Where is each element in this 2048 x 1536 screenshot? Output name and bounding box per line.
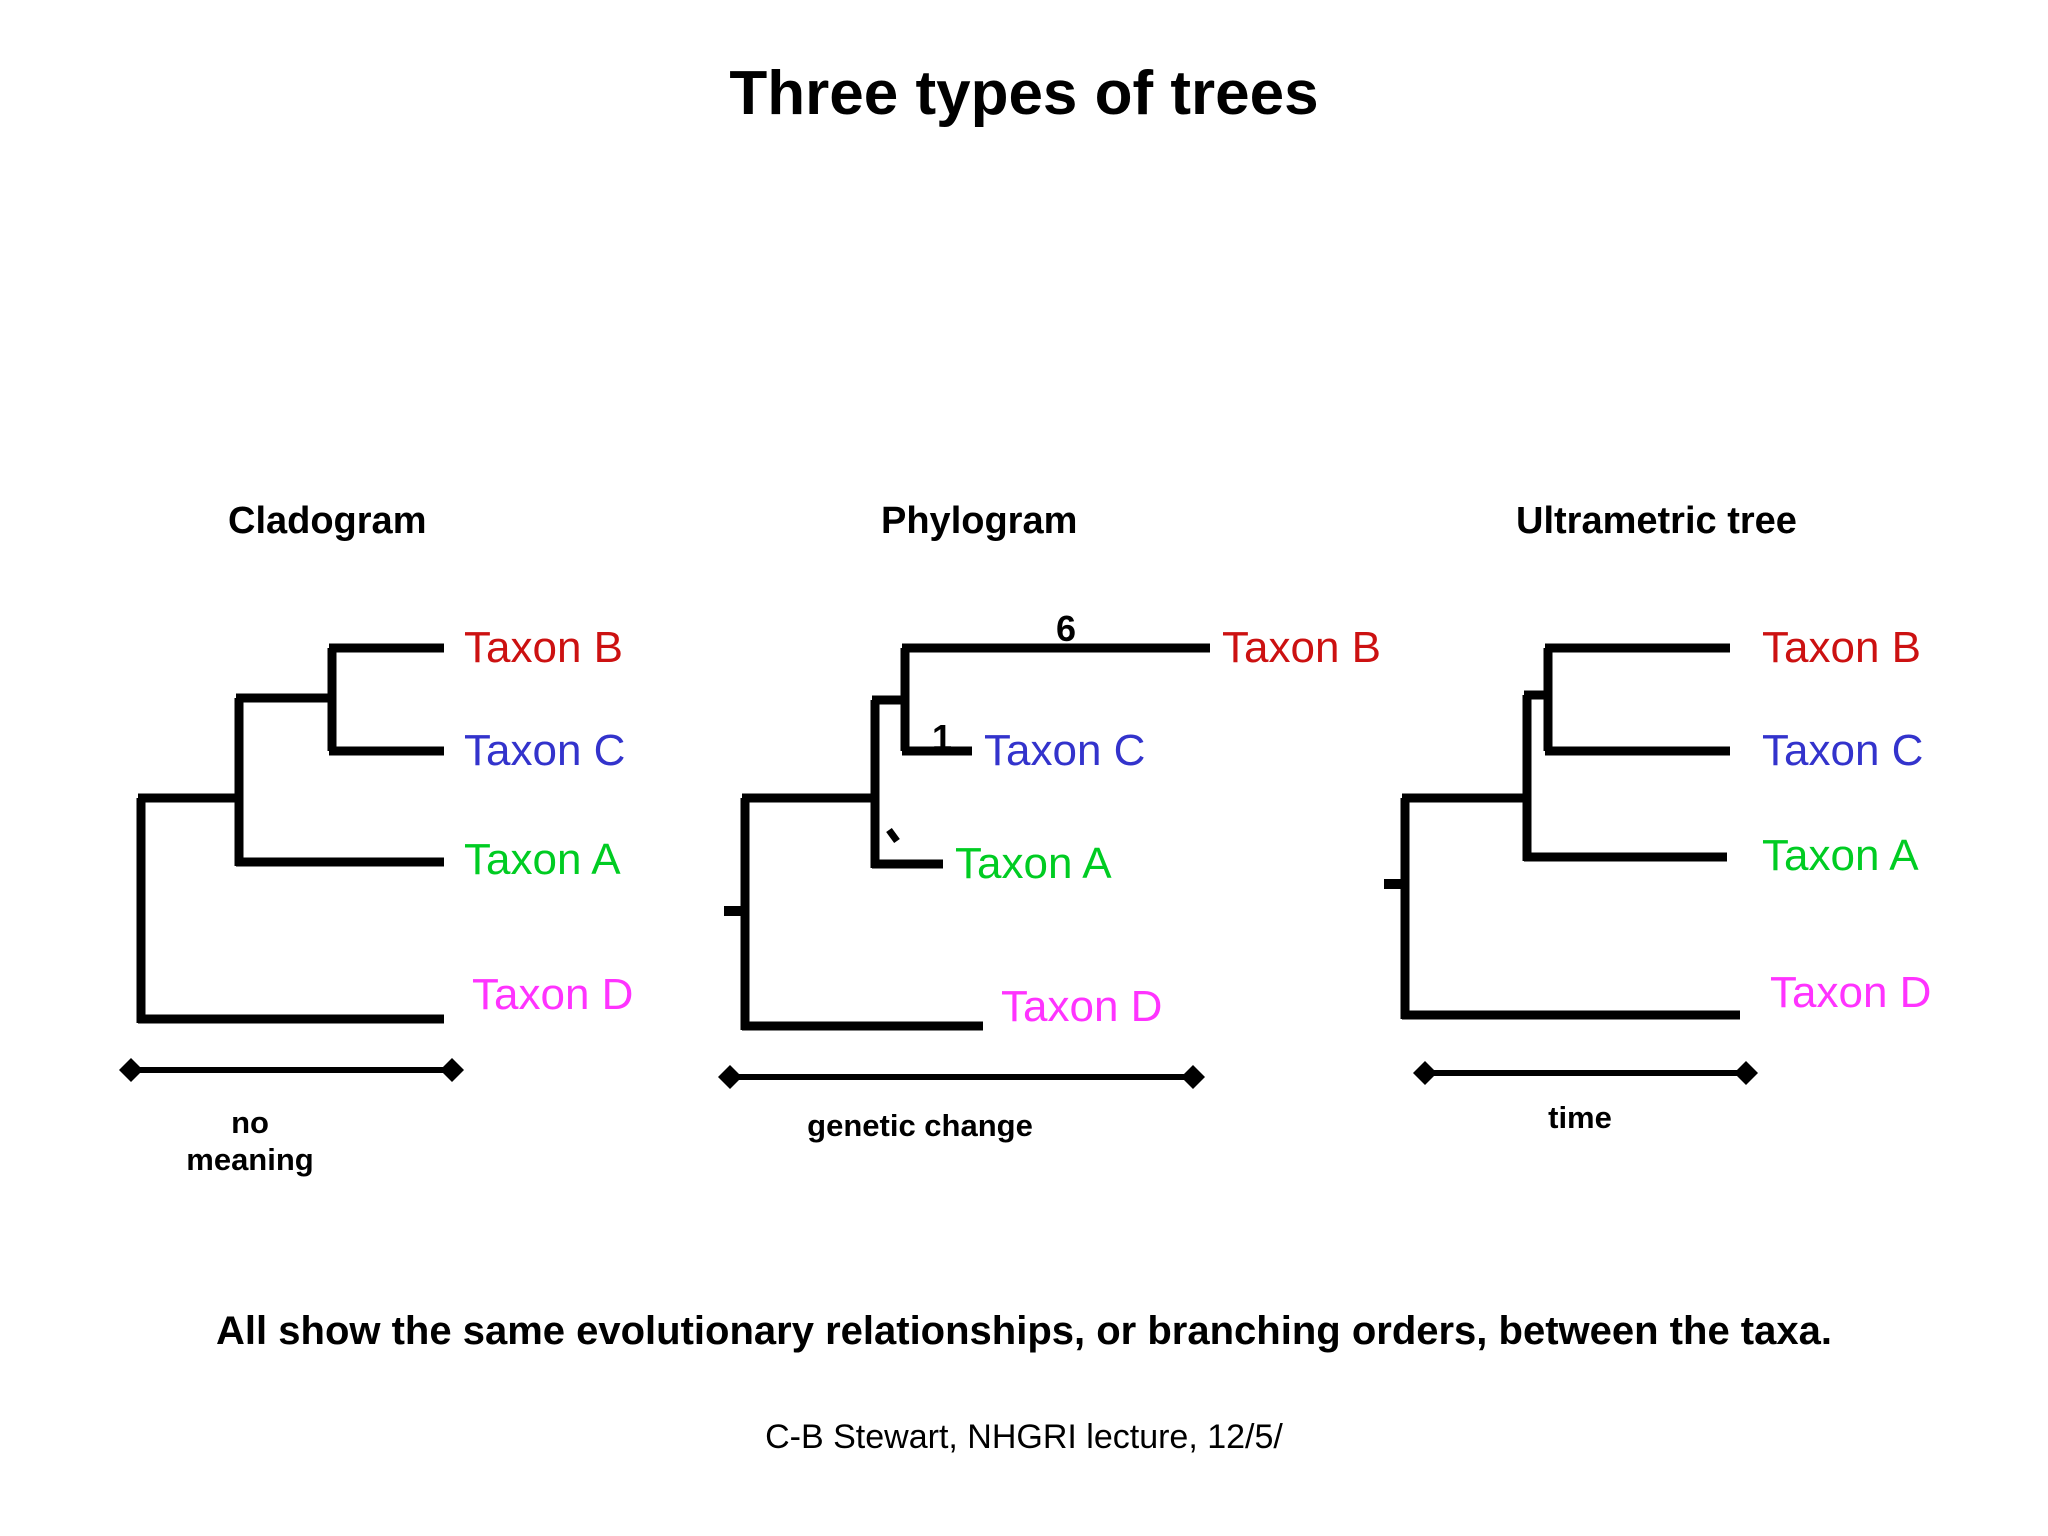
cladogram-scalebar bbox=[119, 1058, 464, 1082]
panel-header-ultrametric: Ultrametric tree bbox=[1516, 500, 1797, 542]
cladogram-scalebar-label: no meaning bbox=[186, 1105, 314, 1177]
phylogram-taxon-label-a: Taxon A bbox=[955, 839, 1112, 888]
attribution-caption: C-B Stewart, NHGRI lecture, 12/5/ bbox=[765, 1418, 1283, 1456]
phylogram-scalebar-right-diamond bbox=[1181, 1065, 1205, 1089]
ultrametric-scalebar-left-diamond bbox=[1413, 1061, 1437, 1085]
cladogram-taxon-label-d: Taxon D bbox=[472, 970, 634, 1019]
phylogram-branch-length-c: 1 bbox=[932, 717, 953, 758]
cladogram-taxon-label-c: Taxon C bbox=[464, 726, 626, 775]
cladogram-tree bbox=[136, 643, 444, 1024]
cladogram-scalebar-right-diamond bbox=[440, 1058, 464, 1082]
ultrametric-taxon-label-c: Taxon C bbox=[1762, 726, 1924, 775]
cladogram-scalebar-left-diamond bbox=[119, 1058, 143, 1082]
panel-header-phylogram: Phylogram bbox=[881, 500, 1078, 542]
phylogram-branch-length-b: 6 bbox=[1056, 608, 1077, 649]
ultrametric-scalebar-right-diamond bbox=[1734, 1061, 1758, 1085]
ultrametric-taxon-label-d: Taxon D bbox=[1770, 968, 1932, 1017]
panel-header-cladogram: Cladogram bbox=[228, 500, 427, 542]
phylogram-scalebar-left-diamond bbox=[718, 1065, 742, 1089]
cladogram-taxon-label-a: Taxon A bbox=[464, 835, 621, 884]
phylogram-scalebar-label: genetic change bbox=[807, 1108, 1033, 1143]
cladogram-taxon-label-b: Taxon B bbox=[464, 623, 623, 672]
phylogram-taxon-label-c: Taxon C bbox=[984, 726, 1146, 775]
ultrametric-scalebar bbox=[1413, 1061, 1758, 1085]
phylogram-taxon-label-b: Taxon B bbox=[1222, 623, 1381, 672]
phylogram-taxon-a-tick bbox=[886, 827, 900, 844]
phylogram-scalebar bbox=[718, 1065, 1205, 1089]
summary-caption: All show the same evolutionary relations… bbox=[216, 1309, 1832, 1353]
ultrametric-taxon-label-b: Taxon B bbox=[1762, 623, 1921, 672]
ultrametric-taxon-label-a: Taxon A bbox=[1762, 831, 1919, 880]
ultrametric-tree bbox=[1384, 643, 1740, 1020]
page-title: Three types of trees bbox=[729, 59, 1319, 128]
phylogram-taxon-label-d: Taxon D bbox=[1001, 982, 1163, 1031]
ultrametric-scalebar-label: time bbox=[1548, 1100, 1612, 1135]
